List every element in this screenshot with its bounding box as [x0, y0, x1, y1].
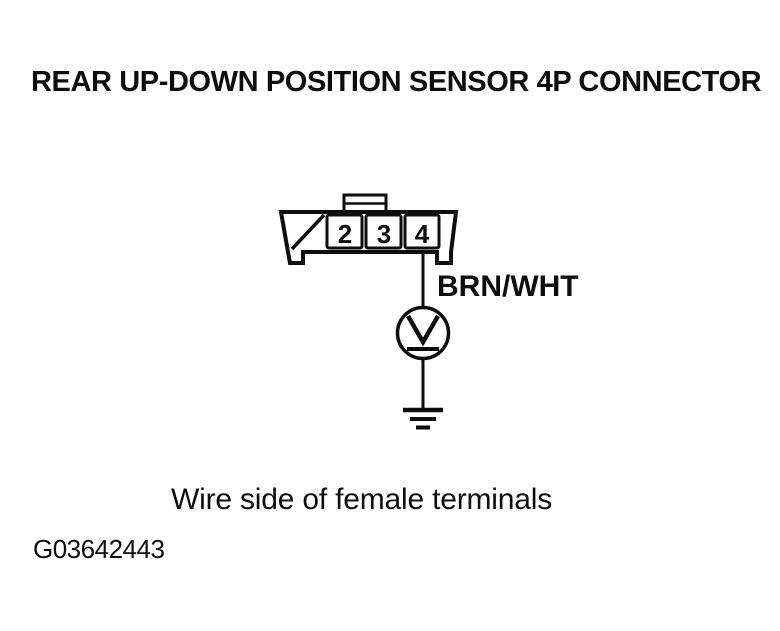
latch-tab-icon	[342, 193, 388, 215]
voltmeter-circle-icon	[395, 305, 451, 361]
slashed-unused-pin-icon	[290, 213, 326, 251]
pin-cell-4	[403, 213, 441, 250]
pin-cell-2	[325, 213, 364, 250]
pin-label-2: 2	[338, 219, 352, 249]
page-title: REAR UP-DOWN POSITION SENSOR 4P CONNECTO…	[31, 66, 762, 98]
wire-color-label: BRN/WHT	[437, 270, 579, 303]
pin-label-4: 4	[415, 219, 430, 249]
pin-cell-3	[364, 213, 403, 250]
pin-label-3: 3	[377, 219, 391, 249]
diagram-caption: Wire side of female terminals	[171, 483, 552, 516]
earth-ground-icon	[403, 407, 443, 430]
figure-id: G03642443	[33, 534, 165, 564]
voltmeter-v-glyph	[406, 314, 440, 347]
connector-housing	[278, 193, 459, 265]
